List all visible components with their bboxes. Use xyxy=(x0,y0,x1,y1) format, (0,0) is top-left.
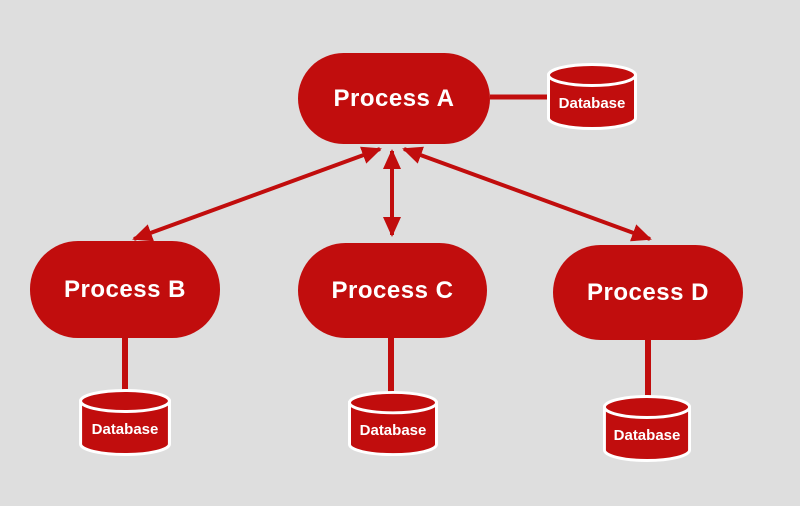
process-b-node: Process B xyxy=(30,241,220,338)
database-cylinder-icon xyxy=(348,390,438,457)
database-cylinder-icon xyxy=(602,395,692,462)
process-c-node: Process C xyxy=(298,243,487,338)
database-b-node: Database xyxy=(78,388,172,458)
database-d-node: Database xyxy=(602,394,692,464)
database-cylinder-icon xyxy=(547,63,637,130)
database-c-node: Database xyxy=(347,390,439,458)
process-a-label: Process A xyxy=(333,84,455,112)
database-a-node: Database xyxy=(546,62,638,132)
process-d-label: Process D xyxy=(587,278,709,306)
process-c-label: Process C xyxy=(331,276,454,304)
database-c-label: Database xyxy=(359,421,427,439)
process-a-node: Process A xyxy=(298,53,490,144)
database-d-label: Database xyxy=(613,426,681,444)
database-a-label: Database xyxy=(558,94,626,112)
edge-process-a-process-d-arrow xyxy=(402,146,652,242)
process-b-label: Process B xyxy=(64,275,186,303)
database-cylinder-icon xyxy=(79,389,171,456)
database-b-label: Database xyxy=(91,420,159,438)
process-d-node: Process D xyxy=(553,245,743,340)
edge-process-a-process-b-arrow xyxy=(132,146,382,242)
